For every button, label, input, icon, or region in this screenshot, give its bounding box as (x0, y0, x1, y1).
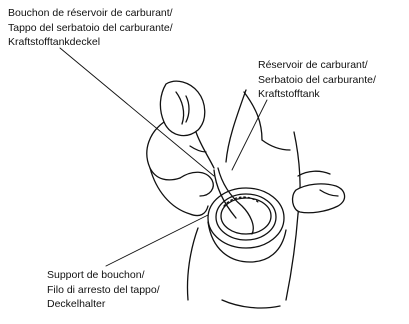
label-fuel-tank-line-3: Kraftstofftank (258, 87, 376, 102)
label-fuel-cap-line-3: Kraftstofftankdeckel (8, 35, 173, 50)
label-fuel-tank: Réservoir de carburant/ Serbatoio del ca… (258, 58, 376, 102)
label-fuel-cap: Bouchon de réservoir de carburant/ Tappo… (8, 6, 173, 50)
label-fuel-cap-line-2: Tappo del serbatoio del carburante/ (8, 21, 173, 36)
label-fuel-tank-line-1: Réservoir de carburant/ (258, 58, 376, 73)
label-cap-holder-line-3: Deckelhalter (47, 297, 160, 312)
label-fuel-tank-line-2: Serbatoio del carburante/ (258, 73, 376, 88)
label-cap-holder-line-1: Support de bouchon/ (47, 268, 160, 283)
label-fuel-cap-line-1: Bouchon de réservoir de carburant/ (8, 6, 173, 21)
label-cap-holder: Support de bouchon/ Filo di arresto del … (47, 268, 160, 312)
label-cap-holder-line-2: Filo di arresto del tappo/ (47, 283, 160, 298)
filler-neck (208, 188, 286, 262)
